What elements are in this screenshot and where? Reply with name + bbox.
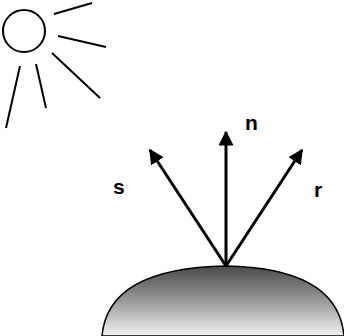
- vector-label: s: [113, 176, 125, 197]
- sun: [3, 3, 106, 128]
- vectors: [150, 132, 302, 266]
- vector-label: n: [245, 112, 258, 133]
- vector-label: r: [314, 179, 322, 200]
- dome: [102, 266, 344, 336]
